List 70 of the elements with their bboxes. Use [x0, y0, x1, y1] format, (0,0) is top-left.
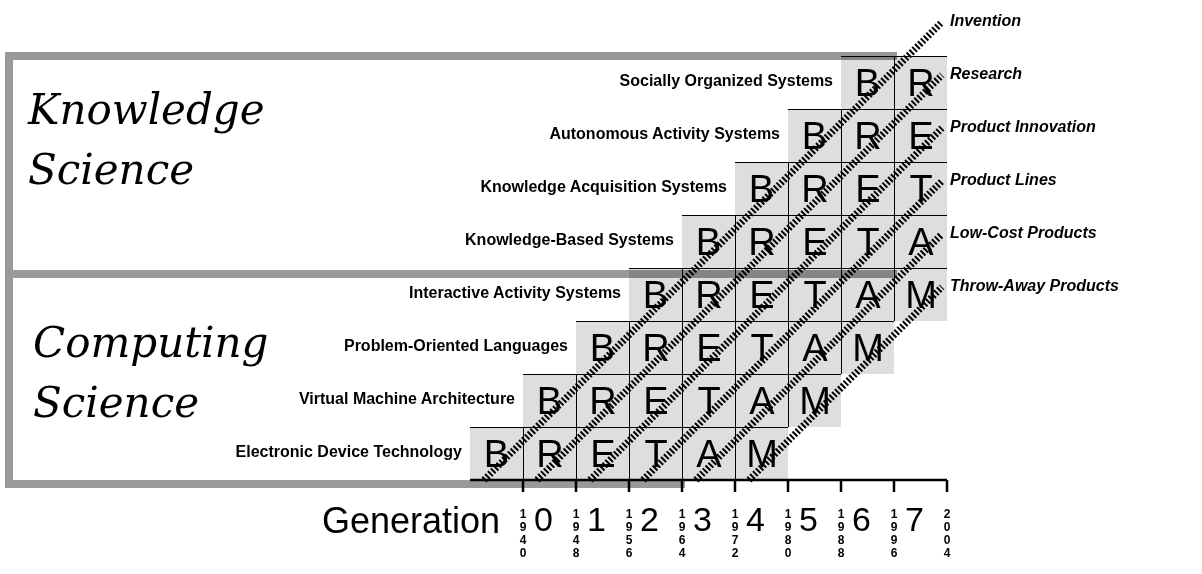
phase-label: Product Lines — [950, 171, 1057, 189]
stage-cell: E — [788, 215, 841, 268]
stage-cell: R — [576, 374, 629, 427]
phase-label: Product Innovation — [950, 118, 1096, 136]
group-title: Computing Science — [33, 317, 270, 429]
year-label: 1996 — [889, 508, 899, 560]
phase-label: Throw-Away Products — [950, 277, 1119, 295]
phase-label: Research — [950, 65, 1023, 83]
stage-cell: E — [629, 374, 682, 427]
stage-cell: B — [682, 215, 735, 268]
generation-number: 2 — [640, 500, 659, 539]
phase-label: Low-Cost Products — [950, 224, 1097, 242]
row-label: Knowledge Acquisition Systems — [480, 178, 727, 196]
year-label: 1972 — [730, 508, 740, 560]
stage-cell: R — [629, 321, 682, 374]
year-label: 1940 — [518, 508, 528, 560]
generation-number: 3 — [693, 500, 712, 539]
stage-cell: R — [894, 56, 947, 109]
year-label: 1948 — [571, 508, 581, 560]
stage-cell: M — [841, 321, 894, 374]
generation-number: 6 — [852, 500, 871, 539]
row-label: Problem-Oriented Languages — [343, 337, 568, 355]
generation-number: 5 — [799, 500, 818, 539]
stage-cell: A — [682, 427, 735, 480]
stage-cell: T — [894, 162, 947, 215]
stage-cell: E — [735, 268, 788, 321]
stage-cell: T — [735, 321, 788, 374]
generation-number: 4 — [746, 500, 765, 539]
row-label: Socially Organized Systems — [619, 72, 833, 90]
row-label: Autonomous Activity Systems — [549, 125, 780, 143]
stage-cell: T — [682, 374, 735, 427]
axis-title: Generation — [321, 500, 500, 542]
stage-cell: T — [629, 427, 682, 480]
stage-cell: A — [735, 374, 788, 427]
row-label: Interactive Activity Systems — [409, 284, 621, 302]
stage-cell: B — [841, 56, 894, 109]
stage-cell: A — [841, 268, 894, 321]
stage-cell: B — [735, 162, 788, 215]
stage-cell: M — [735, 427, 788, 480]
stage-cell: A — [788, 321, 841, 374]
stage-cell: T — [841, 215, 894, 268]
row-label: Electronic Device Technology — [235, 443, 462, 461]
stage-cell: E — [576, 427, 629, 480]
stage-cell: A — [894, 215, 947, 268]
phase-label: Invention — [950, 12, 1022, 30]
stage-cell: R — [523, 427, 576, 480]
year-label: 1956 — [624, 508, 634, 560]
group-frame — [5, 52, 897, 278]
stage-cell: R — [682, 268, 735, 321]
row-label: Knowledge-Based Systems — [465, 231, 674, 249]
generation-number: 7 — [905, 500, 924, 539]
stage-cell: B — [788, 109, 841, 162]
stage-cell: M — [788, 374, 841, 427]
stage-cell: R — [735, 215, 788, 268]
year-label: 1988 — [836, 508, 846, 560]
generation-number: 0 — [534, 500, 553, 539]
stage-cell: E — [682, 321, 735, 374]
row-label: Virtual Machine Architecture — [298, 390, 515, 408]
year-label: 1980 — [783, 508, 793, 560]
stage-cell: E — [894, 109, 947, 162]
year-label: 1964 — [677, 508, 687, 560]
stage-cell: E — [841, 162, 894, 215]
stage-cell: R — [788, 162, 841, 215]
group-title: Knowledge Science — [28, 84, 266, 196]
stage-cell: T — [788, 268, 841, 321]
stage-cell: B — [576, 321, 629, 374]
generation-number: 1 — [587, 500, 606, 539]
stage-cell: M — [894, 268, 947, 321]
year-label: 2004 — [942, 508, 952, 560]
stage-cell: R — [841, 109, 894, 162]
